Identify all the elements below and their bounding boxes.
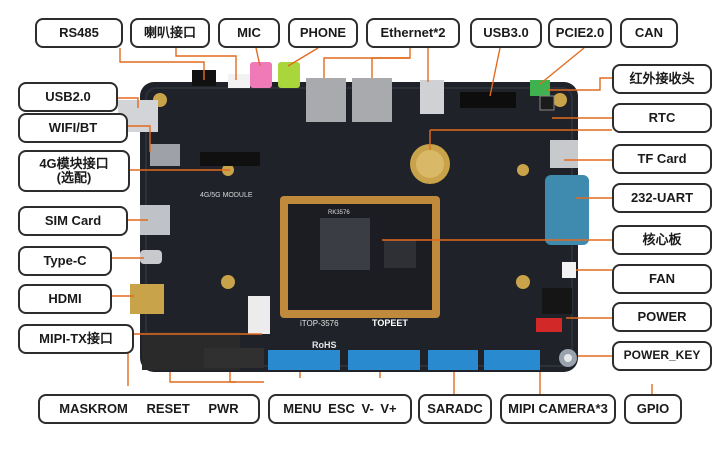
label-core-board: 核心板 [612,225,712,255]
power-key-button-center [564,354,572,362]
label-maskrom: MASKROM [59,400,128,416]
mount-hole [553,93,567,107]
label-4g-module-line2: (选配) [56,170,92,185]
ethernet-port-1 [306,78,346,122]
camera-connector-3 [484,350,540,370]
label-4g-module: 4G模块接口 (选配) [18,150,130,192]
mount-hole [221,275,235,289]
ethernet-port-2 [352,78,392,122]
phone-jack [278,62,300,88]
label-phone: PHONE [288,18,358,48]
label-power: POWER [612,302,712,332]
label-fan: FAN [612,264,712,294]
ir-receiver [539,95,555,111]
label-mic: MIC [218,18,280,48]
hdmi-port [130,284,164,314]
mipi-tx-connector [248,296,270,334]
label-gpio: GPIO [624,394,682,424]
leader-lines [112,47,653,396]
rtc-battery-top [416,150,444,178]
label-maskrom-reset-pwr: MASKROM RESET PWR [38,394,260,424]
fan-connector [562,262,576,278]
can-terminal [530,80,550,96]
saradc-header [428,350,478,370]
label-speaker: 喇叭接口 [130,18,210,48]
label-mipi-camera: MIPI CAMERA*3 [500,394,616,424]
label-pwr: PWR [208,400,239,416]
label-wifi-bt: WIFI/BT [18,113,128,143]
rohs-mark: RoHS [312,340,337,350]
mount-hole [516,275,530,289]
power-jack [542,288,572,314]
label-232-uart: 232-UART [612,183,712,213]
uart-connector [545,175,589,245]
usb30-port [420,80,444,114]
camera-connector-2 [348,350,420,370]
label-mipi-tx: MIPI-TX接口 [18,324,134,354]
board-brand: TOPEET [372,318,408,328]
camera-connector-1 [268,350,340,370]
label-can: CAN [620,18,678,48]
mic-jack [250,62,272,88]
label-menu: MENU [283,400,322,416]
label-usb20: USB2.0 [18,82,118,112]
label-sim-card: SIM Card [18,206,128,236]
module-silkscreen: 4G/5G MODULE [200,192,253,199]
memory-chip [384,240,416,268]
label-esc: ESC [328,400,355,416]
label-type-c: Type-C [18,246,112,276]
label-reset: RESET [146,400,190,416]
label-ethernet: Ethernet*2 [366,18,460,48]
label-4g-module-line1: 4G模块接口 [39,155,109,171]
soc-chip [320,218,370,270]
wifi-module [150,144,180,166]
pcie-slot [460,92,516,108]
label-usb30: USB3.0 [470,18,542,48]
label-power-key: POWER_KEY [612,341,712,371]
label-saradc: SARADC [418,394,492,424]
tf-card-slot [550,140,578,168]
label-rs485: RS485 [35,18,123,48]
label-ir-receiver: 红外接收头 [612,64,712,94]
typec-port [140,250,162,264]
module-4g-slot [200,152,260,166]
label-vol-up: V+ [380,400,397,416]
menu-keys [204,348,264,368]
board-model: iTOP-3576 [300,319,339,328]
label-tf-card: TF Card [612,144,712,174]
mount-hole [517,164,529,176]
speaker-connector [228,74,250,88]
label-rtc: RTC [612,103,712,133]
label-vol-down: V- [361,400,374,416]
label-pcie: PCIE2.0 [548,18,612,48]
label-hdmi: HDMI [18,284,112,314]
label-menu-keys: MENU ESC V- V+ [268,394,412,424]
soc-chip-label: RK3576 [328,210,350,216]
power-switch [536,318,562,332]
